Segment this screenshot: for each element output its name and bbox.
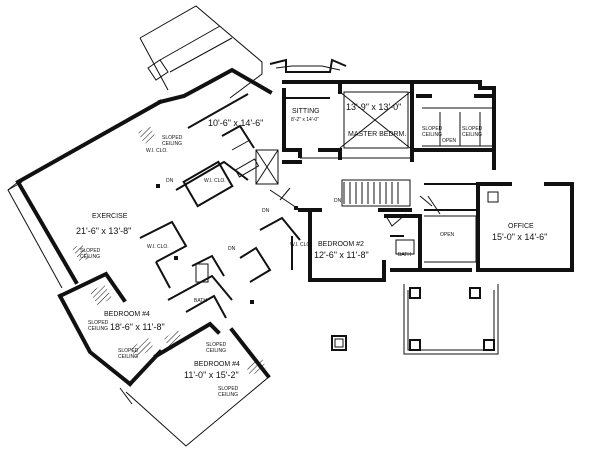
- hall-size-label: 10'-6" x 14'-6": [208, 118, 263, 128]
- exercise-ceiling-1: SLOPED: [80, 248, 101, 254]
- sloped-right-a-1: SLOPED: [422, 126, 443, 132]
- bath-label-2: BATH: [398, 252, 411, 258]
- wi-clo-label-4: W.I. CLO.: [290, 242, 312, 248]
- bedroom2-size: 12'-6" x 11'-8": [314, 250, 369, 260]
- bedroom4a-ceiling-bottom-2: CEILING: [118, 354, 138, 360]
- bedroom4a-ceiling-bottom-1: SLOPED: [118, 348, 139, 354]
- wi-clo-label-2: W.I. CLO.: [204, 178, 226, 184]
- wi-clo-label-3: W.I. CLO.: [147, 244, 169, 250]
- door-marks: [156, 184, 298, 304]
- dn-label-3: DN: [228, 246, 236, 252]
- sloped-right-b-2: CEILING: [462, 132, 482, 138]
- dn-label-1: DN: [166, 178, 174, 184]
- office-size: 15'-0" x 14'-6": [492, 232, 547, 242]
- sloped-ceiling-upper-left-1: SLOPED: [162, 135, 183, 141]
- sitting-size: 8'-2" x 14'-0": [291, 117, 319, 123]
- left-wing-walls: [7, 67, 273, 447]
- bedroom4a-size: 18'-6" x 11'-8": [110, 322, 165, 332]
- dn-label-2: DN: [262, 208, 270, 214]
- exercise-ceiling-2: CEILING: [80, 254, 100, 260]
- left-wing-interior: [139, 93, 301, 319]
- bedroom2-name: BEDROOM #2: [318, 241, 364, 248]
- bedroom4a-ceiling-left-2: CEILING: [88, 326, 108, 332]
- roof-outline-top: [139, 5, 263, 99]
- bedroom4a-ceiling-left-1: SLOPED: [88, 320, 109, 326]
- stair-hall: [282, 88, 412, 212]
- sloped-ceiling-upper-left-2: CEILING: [162, 141, 182, 147]
- bedroom4b-ceiling-top-1: SLOPED: [206, 342, 227, 348]
- bedroom4b-name: BEDROOM #4: [194, 361, 240, 368]
- master-name: MASTER BEDRM.: [348, 131, 406, 138]
- sloped-right-a-2: CEILING: [422, 132, 442, 138]
- bedroom4b-ceiling-top-2: CEILING: [206, 348, 226, 354]
- master-size: 13'-9" x 13'-0": [346, 102, 401, 112]
- bedroom4b-ceiling-bottom-2: CEILING: [218, 392, 238, 398]
- exercise-name: EXERCISE: [92, 213, 128, 220]
- room-labels: 10'-6" x 14'-6" SLOPED CEILING W.I. CLO.…: [76, 102, 547, 398]
- bedroom4b-size: 11'-0" x 15'-2": [184, 370, 239, 380]
- exercise-size: 21'-6" x 13'-8": [76, 226, 131, 236]
- porch: [331, 284, 499, 355]
- office-name: OFFICE: [508, 223, 534, 230]
- stair-treads: [341, 179, 411, 207]
- wi-clo-label-1: W.I. CLO.: [146, 148, 168, 154]
- open-label-1: OPEN: [442, 138, 457, 144]
- master-suite-walls: [269, 58, 496, 170]
- sloped-right-b-1: SLOPED: [462, 126, 483, 132]
- office-walls: [419, 182, 574, 272]
- dn-label-4: DN: [334, 198, 342, 204]
- open-label-2: OPEN: [440, 232, 455, 238]
- bedroom4b-ceiling-bottom-1: SLOPED: [218, 386, 239, 392]
- bedroom4a-name: BEDROOM #4: [104, 311, 150, 318]
- bedroom2-walls: [291, 212, 422, 282]
- sitting-name: SITTING: [292, 108, 320, 115]
- bath-label-1: BATH: [194, 298, 207, 304]
